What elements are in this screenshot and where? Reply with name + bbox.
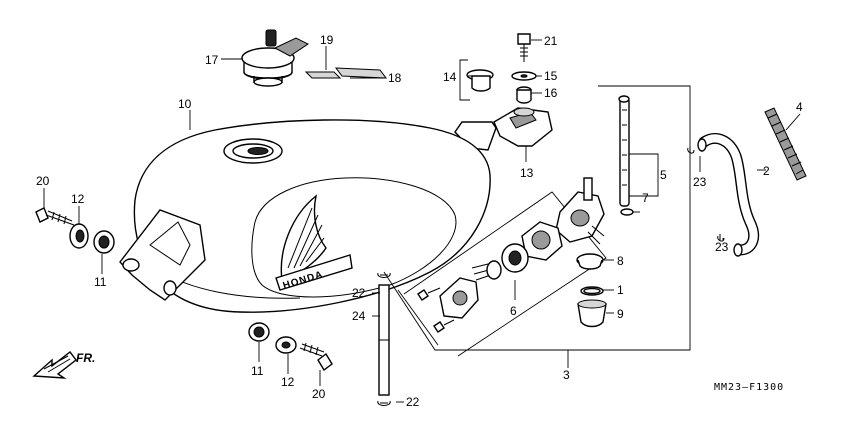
callout-4: 4 — [796, 100, 803, 114]
callout-9: 9 — [617, 307, 624, 321]
front-arrow: FR. — [32, 351, 95, 379]
tank-strips — [304, 67, 388, 79]
callout-8: 8 — [617, 254, 624, 268]
callout-20-upper: 20 — [36, 174, 50, 188]
callout-14: 14 — [443, 70, 457, 84]
callout-labels: 17 19 18 10 14 21 15 16 13 5 7 8 1 9 6 3… — [36, 33, 803, 409]
callout-19: 19 — [320, 33, 334, 47]
callout-22-lower: 22 — [406, 395, 420, 409]
callout-15: 15 — [544, 69, 558, 83]
callout-1: 1 — [617, 283, 624, 297]
callout-17: 17 — [205, 53, 219, 67]
callout-13: 13 — [520, 166, 534, 180]
callout-23-lower: 23 — [715, 240, 729, 254]
callout-11-upper: 11 — [94, 275, 107, 289]
figure-code: MM23–F1300 — [714, 382, 784, 393]
fuel-tank: HONDA — [119, 119, 497, 313]
hose-clips — [687, 146, 725, 242]
callout-12-lower: 12 — [281, 375, 295, 389]
leader-lines — [43, 39, 801, 403]
callout-16: 16 — [544, 86, 558, 100]
callout-11-lower: 11 — [251, 364, 264, 378]
breather-tube — [764, 107, 807, 181]
callout-12-upper: 12 — [71, 192, 85, 206]
fuel-tube — [697, 133, 760, 257]
mount-hardware — [459, 33, 553, 147]
callout-2: 2 — [763, 164, 770, 178]
callout-6: 6 — [510, 304, 517, 318]
front-label: FR. — [76, 351, 95, 365]
fuel-valve-group — [383, 85, 691, 357]
drain-hose — [377, 272, 391, 406]
callout-5: 5 — [660, 168, 667, 182]
callout-20-lower: 20 — [312, 387, 326, 401]
callout-7: 7 — [642, 191, 649, 205]
callout-18: 18 — [388, 71, 402, 85]
front-mounts — [35, 207, 333, 372]
callout-24: 24 — [352, 309, 366, 323]
fuel-cap — [241, 29, 309, 87]
callout-23-upper: 23 — [693, 175, 707, 189]
callout-22-upper: 22 — [352, 286, 366, 300]
callout-10: 10 — [178, 97, 192, 111]
callout-21: 21 — [544, 34, 558, 48]
callout-3: 3 — [563, 368, 570, 382]
